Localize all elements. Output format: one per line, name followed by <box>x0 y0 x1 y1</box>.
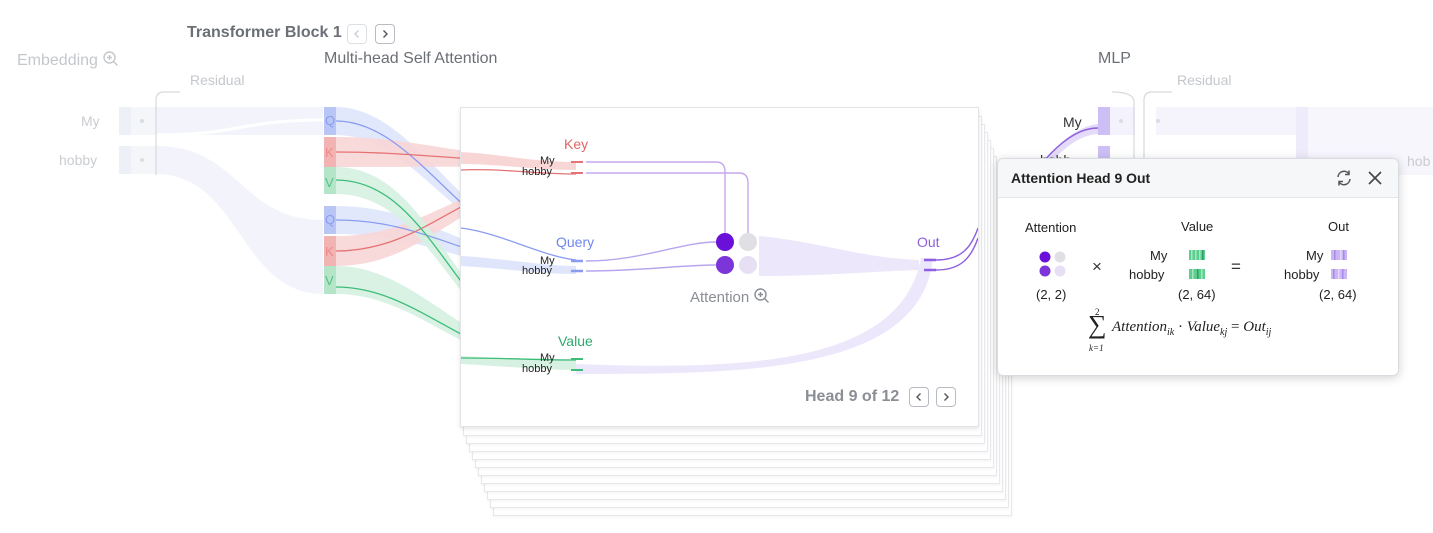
prev-block-button[interactable] <box>347 24 367 44</box>
value-label: Value <box>558 333 593 349</box>
head-counter: Head 9 of 12 <box>805 388 900 405</box>
sum-lower: k=1 <box>1089 343 1104 353</box>
col-out: Out <box>1328 219 1349 234</box>
v-block-hobby <box>324 266 336 294</box>
zoom-in-icon[interactable] <box>753 287 771 305</box>
value-vectors <box>1189 250 1205 279</box>
q-block-my <box>324 107 336 135</box>
key-label: Key <box>564 136 589 152</box>
embedding-vector-hobby <box>119 146 131 174</box>
query-token-hobby: hobby <box>522 265 552 277</box>
value-token-my: My <box>540 352 555 364</box>
key-token-my: My <box>540 155 555 167</box>
times-sign: × <box>1092 257 1102 276</box>
out-row-my: My <box>1306 248 1324 263</box>
k-block-hobby <box>324 236 336 266</box>
v-block-my <box>324 167 336 194</box>
query-token-my: My <box>540 255 555 267</box>
sum-symbol: ∑ <box>1088 310 1107 339</box>
mhsa-label: Multi-head Self Attention <box>324 50 498 67</box>
prev-head-button[interactable] <box>909 387 929 407</box>
k-letter-1: K <box>325 145 334 160</box>
popup-header: Attention Head 9 Out <box>998 159 1398 198</box>
token-label-hobby: hobby <box>59 152 98 168</box>
formula: 2 ∑ k=1 Attentionik · Valuekj = Outij <box>1088 307 1348 357</box>
chevron-right-icon <box>944 393 949 401</box>
transformer-block-title: Transformer Block 1 <box>187 24 342 41</box>
chevron-left-icon <box>354 30 359 38</box>
sum-upper: 2 <box>1095 307 1100 317</box>
v-letter-2: V <box>325 273 334 288</box>
next-block-button[interactable] <box>375 24 395 44</box>
col-attention: Attention <box>1025 220 1077 235</box>
residual-label-right: Residual <box>1177 72 1232 88</box>
embedding-vector-my <box>119 107 131 135</box>
zoom-in-icon[interactable] <box>102 50 120 68</box>
attention-cell-1-0 <box>716 256 734 274</box>
next-head-button[interactable] <box>936 387 956 407</box>
attention-head-out-popup: Attention Head 9 Out Attention Value Out… <box>997 158 1399 376</box>
out-label: Out <box>917 234 940 250</box>
q-block-hobby <box>324 206 336 234</box>
attention-zoom[interactable]: Attention <box>690 287 771 306</box>
col-value: Value <box>1181 219 1214 234</box>
out-row-hobby: hobby <box>1284 267 1320 282</box>
shape-value: (2, 64) <box>1178 287 1216 302</box>
shape-out: (2, 64) <box>1319 287 1357 302</box>
popup-attention-matrix <box>1039 251 1066 277</box>
v-letter-1: V <box>325 175 334 190</box>
formula-body: Attentionik · Valuekj = Outij <box>1112 319 1272 338</box>
popup-title: Attention Head 9 Out <box>1011 170 1151 186</box>
q-letter-2: Q <box>325 212 336 227</box>
equals-sign: = <box>1231 257 1241 276</box>
attention-cell-0-1 <box>739 233 757 251</box>
attention-cell-1-1 <box>739 256 757 274</box>
shape-attention: (2, 2) <box>1036 287 1067 302</box>
q-letter-1: Q <box>325 113 336 128</box>
mlp-token-hobby-partial: hob <box>1407 153 1431 169</box>
chevron-right-icon <box>383 30 388 38</box>
value-token-hobby: hobby <box>522 363 552 375</box>
k-block-my <box>324 137 336 167</box>
value-row-my: My <box>1150 248 1168 263</box>
key-token-hobby: hobby <box>522 166 552 178</box>
close-icon[interactable] <box>1367 170 1383 186</box>
mlp-label: MLP <box>1098 50 1131 67</box>
residual-label-left: Residual <box>190 72 245 88</box>
query-label: Query <box>556 234 595 250</box>
head-flow <box>461 152 978 374</box>
chevron-left-icon <box>916 393 921 401</box>
token-label-my: My <box>81 113 100 129</box>
mlp-token-my: My <box>1063 114 1082 130</box>
value-row-hobby: hobby <box>1129 267 1165 282</box>
out-vectors <box>1331 250 1347 279</box>
k-letter-2: K <box>325 244 334 259</box>
refresh-icon[interactable] <box>1335 169 1353 187</box>
attention-head-card: Key My hobby Query My hobby Value My hob… <box>460 107 979 427</box>
embedding-label[interactable]: Embedding <box>17 50 120 70</box>
attention-cell-0-0 <box>716 233 734 251</box>
